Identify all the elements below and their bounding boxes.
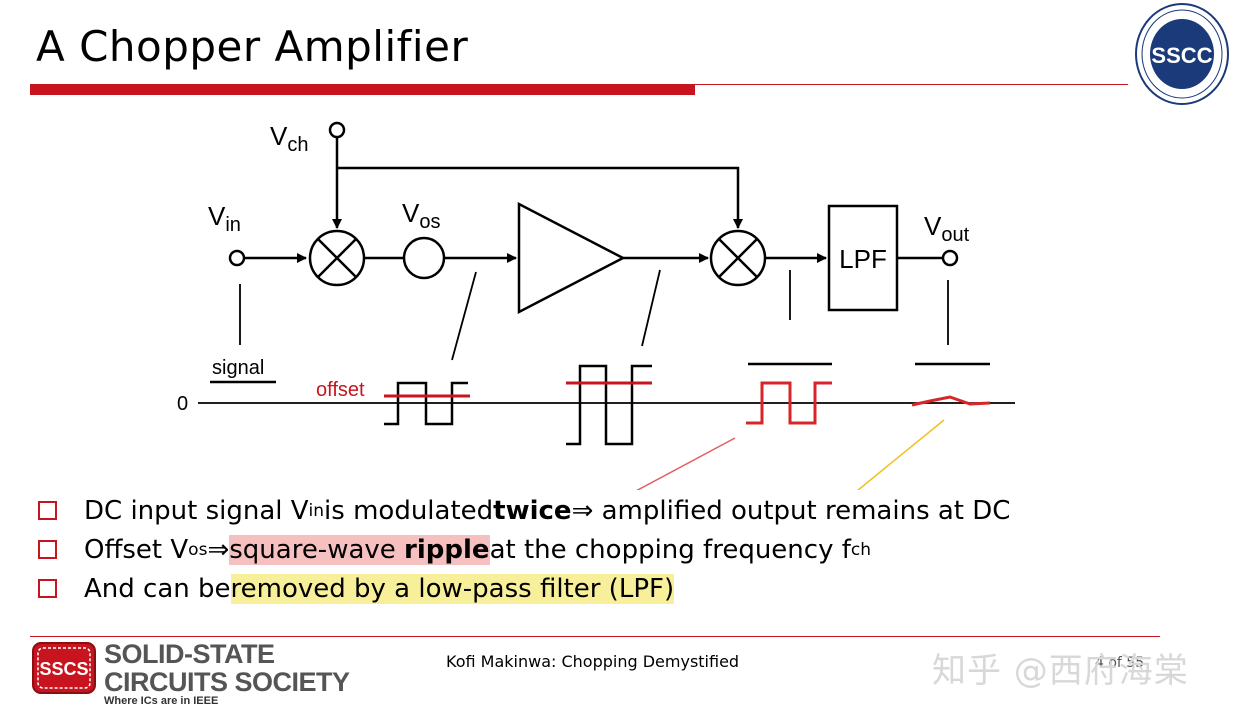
vch-terminal bbox=[328, 121, 346, 139]
zero-label: 0 bbox=[177, 393, 188, 415]
vos-source bbox=[402, 236, 446, 280]
vch-label: Vch bbox=[270, 121, 308, 156]
signal-label: signal bbox=[212, 357, 264, 379]
page-title: A Chopper Amplifier bbox=[36, 22, 469, 71]
title-underline bbox=[30, 84, 695, 95]
ripple-annotation-arrow bbox=[636, 437, 736, 490]
residual-ripple bbox=[911, 395, 991, 407]
title-rule bbox=[695, 84, 1128, 85]
vout-terminal bbox=[941, 249, 959, 267]
bullet-box-icon bbox=[38, 540, 57, 559]
isscc-logo: ISSCC. bbox=[1135, 3, 1229, 105]
ripple-highlight: square-wave ripple bbox=[229, 534, 490, 565]
bullet-box-icon bbox=[38, 501, 57, 520]
vos-label: Vos bbox=[402, 198, 440, 233]
chopper-diagram: Vch Vin Vos LPF Vout 0 signal bbox=[177, 121, 1015, 490]
amplified-waveform bbox=[566, 364, 652, 446]
vin-label: Vin bbox=[208, 201, 241, 236]
isscc-logo-text: ISSCC. bbox=[1145, 43, 1218, 68]
amplifier-triangle bbox=[517, 201, 626, 315]
page-number: 4 of 55 bbox=[1095, 655, 1145, 671]
probe-line-amp bbox=[641, 269, 661, 347]
lpf-label: LPF bbox=[839, 244, 887, 274]
lpf-block bbox=[827, 204, 899, 312]
lpf-highlight: removed by a low-pass filter (LPF) bbox=[230, 573, 675, 604]
ripple-waveform bbox=[746, 381, 832, 425]
chopped-signal-waveform bbox=[384, 381, 468, 426]
bullet-box-icon bbox=[38, 579, 57, 598]
lpf-annotation-arrow bbox=[856, 419, 945, 490]
mixer-2 bbox=[709, 229, 767, 287]
bullet-item: And can be removed by a low-pass filter … bbox=[38, 569, 1010, 608]
footer-rule bbox=[30, 636, 1160, 637]
vch-to-mixer2-wire bbox=[337, 166, 743, 229]
vin-terminal bbox=[228, 249, 246, 267]
mixer-1 bbox=[308, 229, 366, 287]
watermark: 知乎 @西府海棠 bbox=[932, 651, 1189, 691]
sscs-tagline: Where ICs are in IEEE bbox=[104, 695, 219, 707]
sscs-wordmark: SOLID-STATE CIRCUITS SOCIETY bbox=[104, 639, 350, 697]
sscs-logo-icon: SSCS bbox=[32, 642, 96, 694]
svg-text:SSCS: SSCS bbox=[39, 659, 88, 679]
vout-label: Vout bbox=[924, 211, 970, 246]
offset-label: offset bbox=[316, 379, 365, 401]
footer-author: Kofi Makinwa: Chopping Demystified bbox=[446, 652, 740, 671]
probe-line-offset bbox=[451, 271, 477, 361]
